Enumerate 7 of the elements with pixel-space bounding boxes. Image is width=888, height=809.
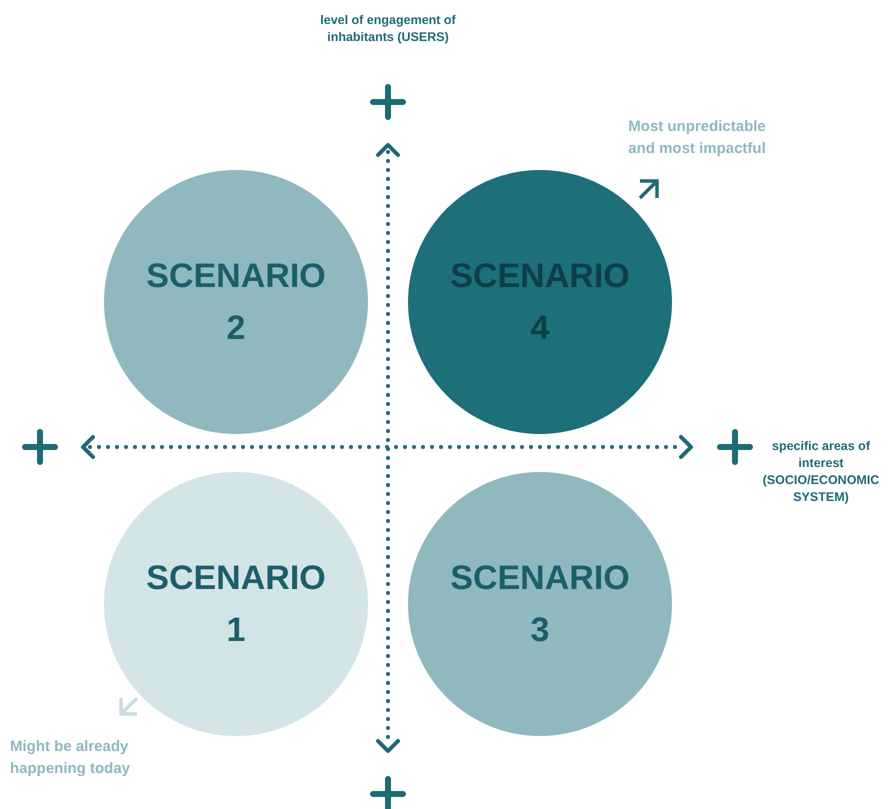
scenario-title: SCENARIO 3: [450, 558, 630, 651]
scenario-note: Might be already happening today: [10, 737, 131, 779]
scenario-title: SCENARIO 2: [146, 256, 326, 349]
axis-label: specific areas of interest (SOCIO/ECONOMIC SYSTEM): [762, 438, 880, 506]
scenario-title: SCENARIO 1: [146, 558, 326, 651]
scenario-note: Most unpredictable and most impactful: [627, 117, 767, 159]
axis-label: level of engagement of inhabitants (USERS): [319, 12, 457, 46]
